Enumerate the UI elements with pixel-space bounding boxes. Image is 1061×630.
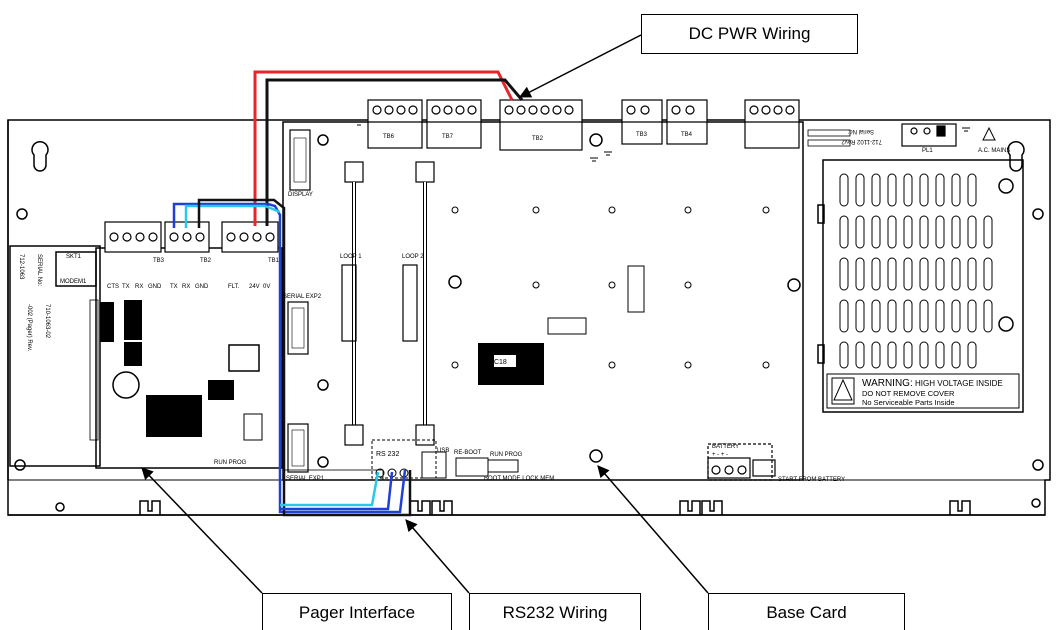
pager-rev-line: -002 (Pager) Rev. — [26, 304, 32, 352]
pager-gnd2-label: GND — [195, 284, 209, 290]
battery-label: BATTERY — [712, 444, 739, 450]
pager-cts-label: CTS — [107, 284, 119, 290]
ic18-chip — [478, 343, 544, 385]
tb4-label: TB4 — [681, 132, 693, 138]
pager-chips — [100, 300, 263, 441]
ground-symbols — [355, 121, 970, 162]
board-text: DISPLAY SERIAL EXP2 SERIAL EXP1 LOOP 1 L… — [283, 128, 1010, 483]
display-connector — [289, 129, 311, 191]
tb7-label: TB7 — [442, 134, 454, 140]
pager-rx-label: RX — [135, 284, 143, 290]
serial-exp1-label: SERIAL EXP1 — [286, 476, 325, 482]
pager-terminal-blocks — [104, 221, 279, 253]
loop-card-rails — [341, 161, 435, 446]
pager-rx2-label: RX — [182, 284, 190, 290]
tb3-label: TB3 — [636, 132, 648, 138]
pager-gnd-label: GND — [148, 284, 162, 290]
base-terminal-blocks — [367, 99, 800, 151]
reboot-label: RE-BOOT — [454, 450, 482, 456]
serial-label-boxes — [807, 129, 851, 147]
high-voltage-icon — [833, 378, 853, 401]
start-from-battery-label: START FROM BATTERY — [778, 477, 845, 483]
pager-tb3-label: TB3 — [153, 258, 165, 264]
pager-interface-callout: Pager Interface — [262, 593, 452, 630]
battery-connectors — [707, 443, 776, 481]
base-card-pcb — [282, 121, 804, 481]
rs232-wiring-callout: RS232 Wiring — [469, 593, 641, 630]
warning-line2: DO NOT REMOVE COVER — [862, 389, 955, 398]
pager-0v-label: 0V — [263, 284, 270, 290]
ic18-label: IC18 — [492, 359, 507, 366]
pager-serial-label: SERIAL No: — [36, 254, 42, 286]
skt-label: SKT1 — [66, 254, 82, 260]
serial-exp2-label: SERIAL EXP2 — [283, 294, 322, 300]
serial-exp2-connector — [287, 301, 309, 355]
tb6-label: TB6 — [383, 134, 395, 140]
battery-polarity: + - + - — [712, 452, 728, 458]
pager-rev-label: 710-1063-02 — [44, 304, 50, 339]
usb-label: USB — [437, 448, 449, 454]
pager-tx2-label: TX — [170, 284, 178, 290]
callout-arrows — [141, 34, 709, 594]
pager-code-label: 712-1063 — [18, 254, 24, 280]
warning-heading: WARNING: HIGH VOLTAGE INSIDE — [862, 378, 1003, 389]
pager-text: MODEM1 SKT1 SERIAL No: 712-1063 710-1063… — [18, 254, 280, 466]
pager-flt-label: FLT. — [228, 284, 240, 290]
pager-tb2-label: TB2 — [200, 258, 212, 264]
ac-mains-label: A.C. MAINS — [978, 148, 1010, 154]
pager-tb1-label: TB1 — [268, 258, 280, 264]
pl1-label: PL1 — [922, 148, 933, 154]
runprog-label: RUN PROG — [490, 452, 523, 458]
ac-warning-icon — [982, 126, 996, 141]
modem-label: MODEM1 — [60, 279, 87, 285]
warning-line3: No Serviceable Parts Inside — [862, 398, 955, 407]
bootmode-label: BOOT MODE LOCK MEM — [484, 476, 554, 482]
pager-24v-label: 24V — [249, 284, 260, 290]
pager-tx-label: TX — [122, 284, 130, 290]
mid-connectors — [547, 265, 645, 335]
serial-exp1-connector — [287, 423, 309, 473]
pcb-code-label: 712-1102 Rev2 — [841, 138, 882, 144]
display-label: DISPLAY — [288, 192, 313, 198]
psu-cover — [817, 159, 1024, 413]
rs232-wires — [172, 198, 412, 517]
pager-runprog-label: RUN PROG — [214, 460, 247, 466]
serial-no-label: Serial No: — [847, 128, 874, 134]
chassis-outline — [7, 119, 1051, 516]
rs232-area — [371, 439, 519, 479]
loop2-label: LOOP 2 — [402, 254, 424, 260]
base-card-callout: Base Card — [708, 593, 905, 630]
mains-connector — [901, 123, 957, 147]
rs232-label: RS 232 — [376, 451, 399, 458]
dc-power-wires — [253, 70, 524, 226]
loop1-label: LOOP 1 — [340, 254, 362, 260]
dc-pwr-wiring-callout: DC PWR Wiring — [641, 14, 858, 54]
tb2-label: TB2 — [532, 136, 544, 142]
